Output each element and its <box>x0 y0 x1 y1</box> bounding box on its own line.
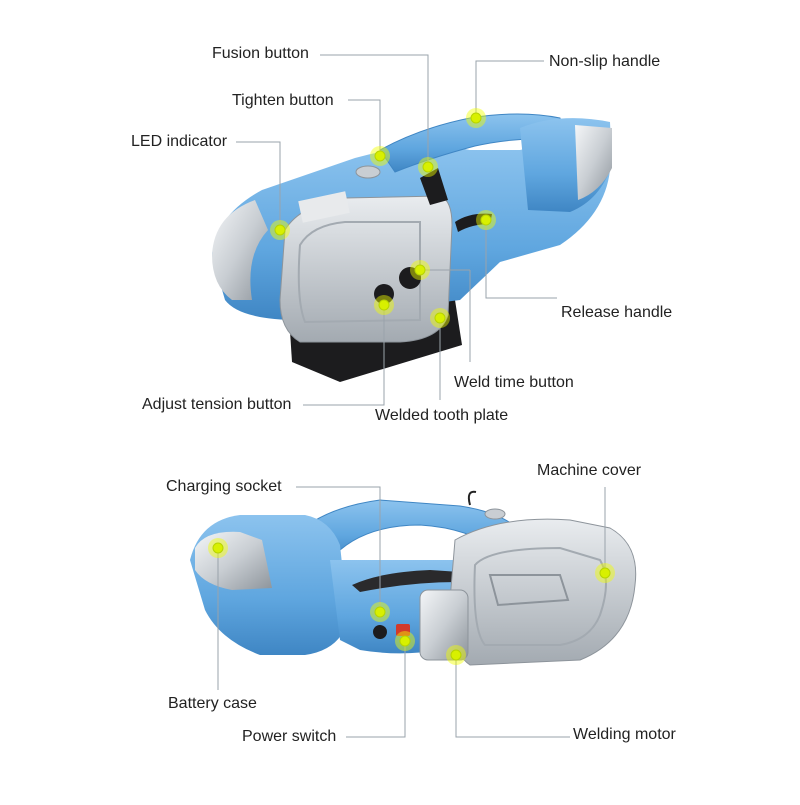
top-rear-cap <box>575 125 612 200</box>
leader-fusion <box>320 54 429 167</box>
bottom-cord <box>467 490 477 506</box>
machine-cover-window <box>488 574 570 607</box>
welding-motor-shape <box>419 589 469 661</box>
marker-nonslip <box>466 108 486 128</box>
marker-adjust <box>374 295 394 315</box>
label-fusion-button: Fusion button <box>212 45 309 62</box>
label-non-slip-handle: Non-slip handle <box>549 53 661 70</box>
label-charging-socket: Charging socket <box>166 478 282 495</box>
label-welding-motor: Welding motor <box>573 726 676 743</box>
marker-motor <box>446 645 466 665</box>
marker-tighten <box>370 146 390 166</box>
marker-led <box>270 220 290 240</box>
marker-battery <box>208 538 228 558</box>
bottom-lever <box>352 570 460 592</box>
machine-cover-shape <box>449 518 637 666</box>
label-battery-case: Battery case <box>168 695 257 712</box>
top-left-endcap <box>212 200 268 300</box>
label-power-switch: Power switch <box>242 728 337 745</box>
marker-fusion <box>418 157 438 177</box>
marker-dots <box>208 108 615 665</box>
marker-power <box>395 631 415 651</box>
leader-release <box>485 220 557 299</box>
power-switch-shape <box>396 624 410 636</box>
leader-nonslip <box>475 60 544 118</box>
label-led-indicator: LED indicator <box>131 133 228 150</box>
fusion-lever <box>420 168 448 205</box>
machine-cover-inner <box>473 546 607 646</box>
leader-led <box>236 141 281 225</box>
leader-charging <box>296 486 381 612</box>
top-tool-image <box>212 113 612 382</box>
marker-release <box>476 210 496 230</box>
label-tighten-button: Tighten button <box>232 92 334 109</box>
label-release-handle: Release handle <box>561 304 673 321</box>
marker-cover <box>595 563 615 583</box>
leader-power <box>346 641 406 738</box>
leader-lines <box>217 54 606 738</box>
leader-adjust <box>303 305 385 406</box>
tighten-knob <box>355 165 381 179</box>
label-machine-cover: Machine cover <box>537 462 642 479</box>
top-housing-inner <box>297 221 421 324</box>
leader-tighten <box>348 99 381 156</box>
charging-socket-shape <box>373 625 387 639</box>
label-adjust-tension-button: Adjust tension button <box>142 396 292 413</box>
marker-weldtime <box>410 260 430 280</box>
label-weld-time-button: Weld time button <box>454 374 574 391</box>
top-label-plate <box>298 191 350 223</box>
label-welded-tooth-plate: Welded tooth plate <box>375 407 509 424</box>
bottom-top-knob <box>484 508 506 520</box>
leader-motor <box>455 655 570 738</box>
marker-tooth <box>430 308 450 328</box>
adjust-tension-knob <box>374 284 394 304</box>
marker-charging <box>370 602 390 622</box>
